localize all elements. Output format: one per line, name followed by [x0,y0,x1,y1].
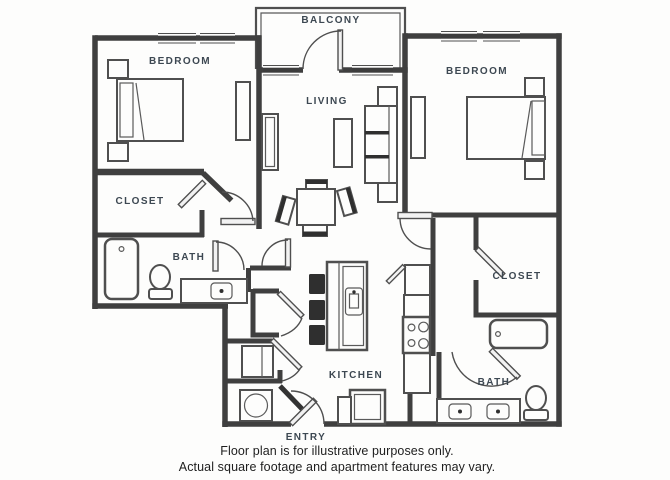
island-sink-icon [344,287,364,316]
tv-console-icon [261,113,279,171]
kitchen-entry-door [261,238,292,268]
room-label-living: LIVING [306,96,348,107]
living-window-right [352,64,393,76]
room-label-bedroom-left: BEDROOM [149,56,211,67]
chair-icon [335,186,358,218]
coffee-table-icon [333,118,353,168]
dining-set-icon [274,179,358,237]
sofa-icon [364,86,398,203]
tv-console-inner [264,116,276,168]
bedroom-right-door [397,211,433,250]
bed-icon [466,96,546,160]
living-window-left [263,64,299,76]
bedroom-left-window-1 [158,32,196,44]
bedroom-right-window-2 [483,30,520,42]
utility-fixtures [239,345,274,422]
hall-living-door [220,191,256,226]
nightstand-icon [107,142,129,162]
dining-table-icon [296,188,336,226]
bedroom-left-furniture [107,59,251,162]
disclaimer-line-2: Actual square footage and apartment feat… [179,460,495,474]
room-label-bath-left: BATH [173,252,206,263]
kitchen-island-icon [325,260,369,352]
dresser-icon [235,81,251,141]
balcony-door [302,29,344,71]
utility-closet-door [269,337,303,382]
room-label-entry: ENTRY [286,432,327,443]
pantry-door [276,290,305,337]
bath-right-fixtures [436,318,549,424]
water-heater-icon [241,345,274,378]
toilet-icon [148,264,173,300]
vanity-double-sink-icon [436,398,521,424]
room-labels: BALCONY BEDROOM BEDROOM LIVING CLOSET BA… [116,15,542,443]
kitchen-fixtures [309,260,432,426]
tub-faucet [118,246,125,253]
bath-right-door [451,347,522,387]
disclaimer-line-1: Floor plan is for illustrative purposes … [220,444,454,458]
tub-faucet [495,331,502,338]
bedroom-right-window-1 [441,30,477,42]
bathtub-icon [103,237,140,301]
room-label-bath-right: BATH [478,377,511,388]
room-label-closet-right: CLOSET [493,271,542,282]
windows [158,30,520,76]
stove-icon [401,315,432,355]
bar-stool-icon [309,300,325,320]
doors [177,29,522,427]
bar-stool-icon [309,274,325,294]
room-label-kitchen: KITCHEN [329,370,383,381]
interior-walls [95,168,561,424]
nightstand-icon [107,59,129,79]
bath-left-fixtures [103,237,248,304]
bar-stool-icon [309,325,325,345]
disclaimer: Floor plan is for illustrative purposes … [179,444,495,474]
pillow-icon [119,82,134,138]
nightstand-icon [524,160,545,180]
vanity-sink-icon [180,278,248,304]
living-furniture [261,86,398,237]
bedroom-left-window-2 [200,32,235,44]
toilet-icon [523,385,549,421]
bedroom-right-furniture [410,77,546,180]
closet-left-door [177,179,207,209]
bath-left-door [212,240,245,272]
nightstand-icon [524,77,545,97]
laundry-closet-door [278,384,306,413]
closet-right-door [474,246,506,278]
room-label-closet-left: CLOSET [116,196,165,207]
entry-door [288,390,325,427]
bathtub-icon [488,318,549,350]
refrigerator-icon [348,388,387,426]
counter-stub [337,396,352,425]
washer-dryer-icon [239,389,273,422]
bed-icon [116,78,184,142]
room-label-bedroom-right: BEDROOM [446,66,508,77]
bed-fold-line [521,100,532,159]
dresser-icon [410,96,426,159]
pillow-icon [531,100,546,156]
bed-fold-line [135,82,145,141]
chair-icon [274,194,297,226]
corner-cabinet-icon [385,263,431,296]
room-label-balcony: BALCONY [301,15,360,26]
